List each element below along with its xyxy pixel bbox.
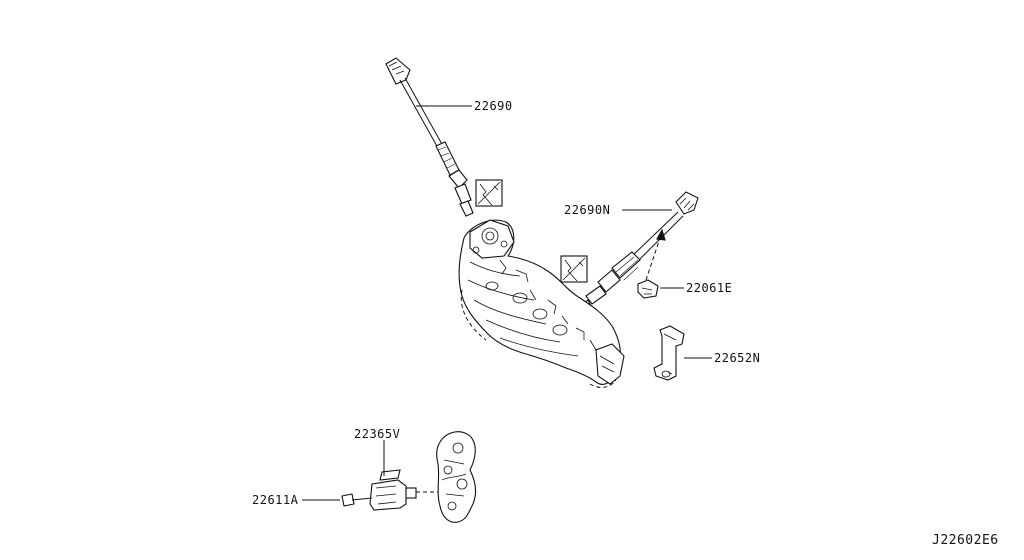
upper-oxygen-sensor[interactable] (385, 57, 474, 217)
sensor-cap[interactable] (637, 279, 659, 299)
label-22652N: 22652N (714, 351, 760, 365)
label-22365V: 22365V (354, 427, 400, 441)
exhaust-manifold-assembly (458, 219, 625, 388)
label-22061E: 22061E (686, 281, 732, 295)
label-22690N: 22690N (564, 203, 610, 217)
label-22690: 22690 (474, 99, 513, 113)
torque-symbol-icon (560, 255, 588, 283)
diagram-id-code: J22602E6 (932, 533, 999, 548)
install-direction-arrow (645, 231, 663, 281)
mounting-bolt[interactable] (341, 493, 373, 507)
torque-symbol-icon (475, 179, 503, 207)
label-22611A: 22611A (252, 493, 299, 507)
engine-block-fragment (436, 431, 477, 523)
crank-position-sensor[interactable] (369, 469, 417, 511)
sensor-bracket[interactable] (653, 325, 685, 381)
arrow-head-icon (656, 228, 666, 241)
